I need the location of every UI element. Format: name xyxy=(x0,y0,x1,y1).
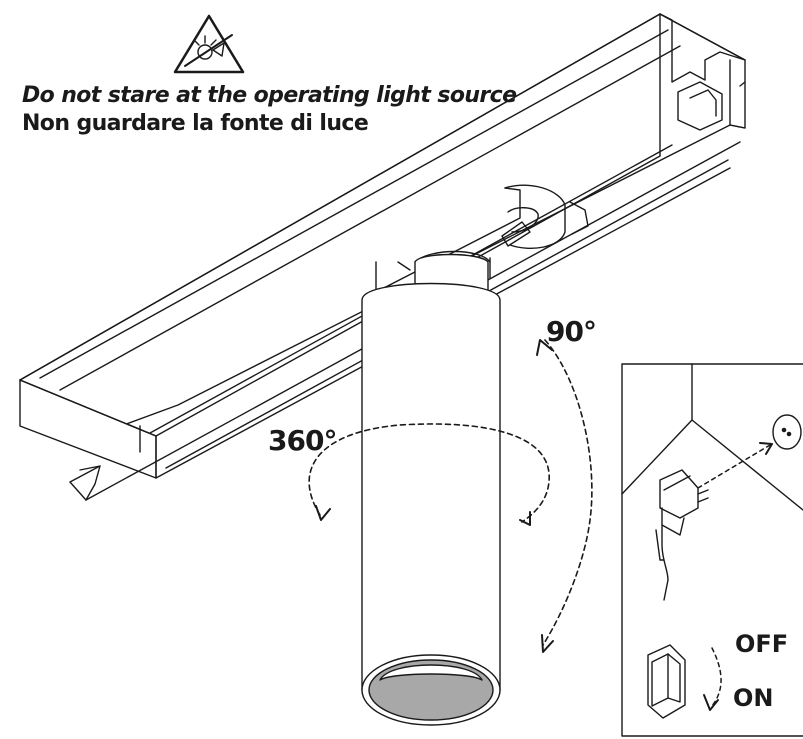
arrowhead-90-bottom xyxy=(541,634,554,653)
arrowhead-360-left xyxy=(315,505,331,521)
plug-direction-arrow xyxy=(697,444,771,489)
arrowhead-360-right xyxy=(519,511,531,526)
rotation-360-label: 360° xyxy=(268,424,337,457)
rotation-90-label: 90° xyxy=(546,315,597,348)
no-stare-light-icon xyxy=(173,14,245,74)
track-rail xyxy=(19,13,746,501)
socket-icon xyxy=(772,414,802,450)
plug-arrowhead xyxy=(759,442,773,455)
warning-text-italian: Non guardare la fonte di luce xyxy=(22,111,369,136)
switch-arrowhead xyxy=(703,694,719,711)
spotlight-body xyxy=(361,253,501,726)
switch-off-label: OFF xyxy=(735,630,789,658)
rocker-switch-icon xyxy=(647,644,686,719)
plug-icon xyxy=(655,469,709,601)
arrowhead-90-top xyxy=(536,339,553,356)
switch-on-label: ON xyxy=(733,684,774,712)
switch-direction-arrow xyxy=(711,647,722,707)
rotation-360-arrow xyxy=(308,423,550,523)
rotation-90-arrow xyxy=(542,339,593,646)
warning-text-english: Do not stare at the operating light sour… xyxy=(22,83,517,108)
